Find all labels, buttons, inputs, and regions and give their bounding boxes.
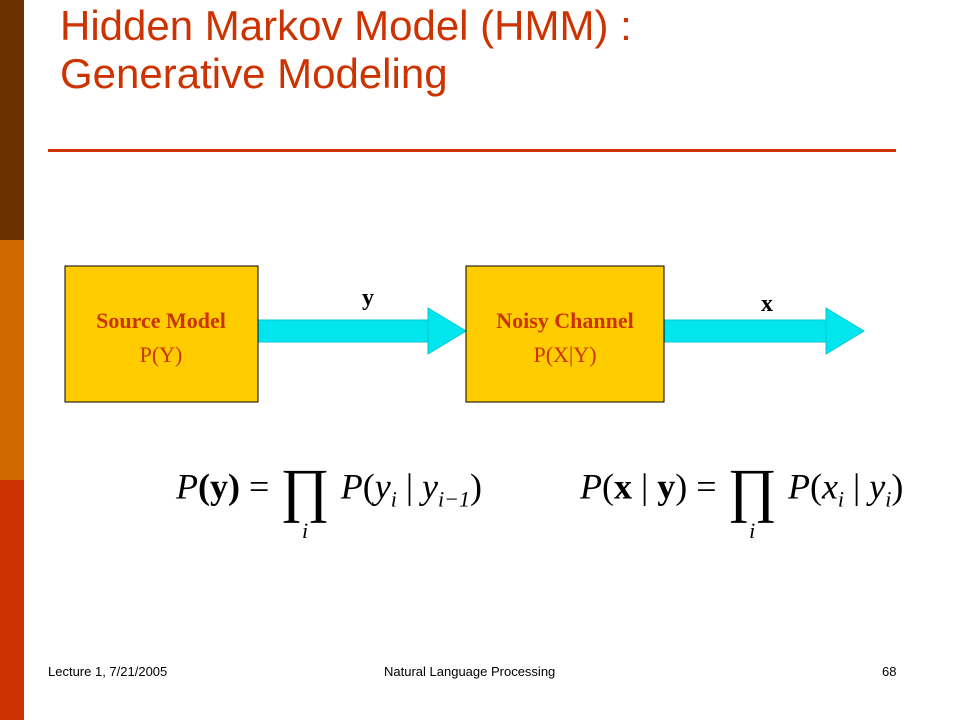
eq1-term-sub-i: i — [390, 486, 397, 512]
footer-course-name: Natural Language Processing — [384, 664, 556, 679]
eq2-term-x: x — [821, 466, 838, 507]
eq2-equals: = — [696, 466, 717, 507]
eq1-lhs-p: P — [176, 466, 198, 507]
eq2-term-close: ) — [891, 466, 904, 507]
eq2-lhs-y: y — [657, 466, 676, 507]
eq2-product: ∏i — [727, 457, 777, 542]
source-model-box: Source Model P(Y) — [64, 265, 259, 403]
sidebar-segment-top — [0, 0, 24, 240]
signal-label-y: y — [362, 285, 374, 311]
noisy-channel-box: Noisy Channel P(X|Y) — [465, 265, 665, 403]
eq1-product-index: i — [301, 518, 309, 543]
eq2-lhs-close: ) — [675, 466, 688, 507]
source-model-equation: P(y) = ∏i P(yi | yi−1) — [176, 457, 482, 542]
eq2-lhs-bar: | — [632, 466, 658, 507]
eq2-lhs-p: P — [580, 466, 602, 507]
eq2-product-index: i — [749, 518, 756, 543]
eq1-product: ∏i — [280, 457, 330, 542]
eq1-term-open: ( — [362, 466, 375, 507]
eq2-lhs-open: ( — [602, 466, 614, 507]
eq1-lhs-arg: (y) — [198, 466, 240, 507]
eq1-term-bar: | — [396, 466, 423, 507]
slide-title-line2: Generative Modeling — [60, 50, 448, 97]
sidebar-segment-middle — [0, 240, 24, 480]
footer-page-number: 68 — [882, 664, 897, 679]
channel-equation: P(x | y) = ∏i P(xi | yi) — [580, 457, 904, 542]
source-model-title: Source Model — [96, 308, 226, 333]
eq2-term-open: ( — [809, 466, 822, 507]
slide-title-line1: Hidden Markov Model (HMM) : — [60, 2, 632, 49]
eq1-term-p: P — [340, 466, 363, 507]
arrow-channel-to-output — [663, 307, 865, 355]
eq2-term-sub-i: i — [837, 486, 845, 512]
eq2-term-y: y — [869, 466, 886, 507]
footer-lecture-date: Lecture 1, 7/21/2005 — [48, 664, 168, 679]
signal-label-x: x — [761, 291, 773, 317]
title-divider — [48, 149, 896, 152]
noisy-channel-formula: P(X|Y) — [533, 342, 596, 367]
eq2-term-sub-i-2: i — [885, 486, 892, 512]
noisy-channel-title: Noisy Channel — [496, 308, 634, 333]
eq1-term-sub-i-minus-1: i−1 — [438, 486, 470, 512]
eq2-lhs-x: x — [614, 466, 632, 507]
eq1-equals: = — [248, 466, 270, 507]
eq1-term-close: ) — [469, 466, 482, 507]
sidebar-segment-bottom — [0, 480, 24, 720]
eq1-term-y-prev: y — [422, 466, 439, 507]
eq2-product-symbol: ∏ — [727, 457, 777, 523]
eq1-term-y: y — [374, 466, 391, 507]
arrow-source-to-channel — [257, 307, 467, 355]
eq2-term-bar: | — [844, 466, 870, 507]
eq2-term-p: P — [787, 466, 810, 507]
eq1-product-symbol: ∏ — [280, 457, 330, 523]
slide-title: Hidden Markov Model (HMM) : Generative M… — [60, 2, 920, 98]
source-model-formula: P(Y) — [140, 342, 183, 367]
sidebar-accent — [0, 0, 24, 720]
